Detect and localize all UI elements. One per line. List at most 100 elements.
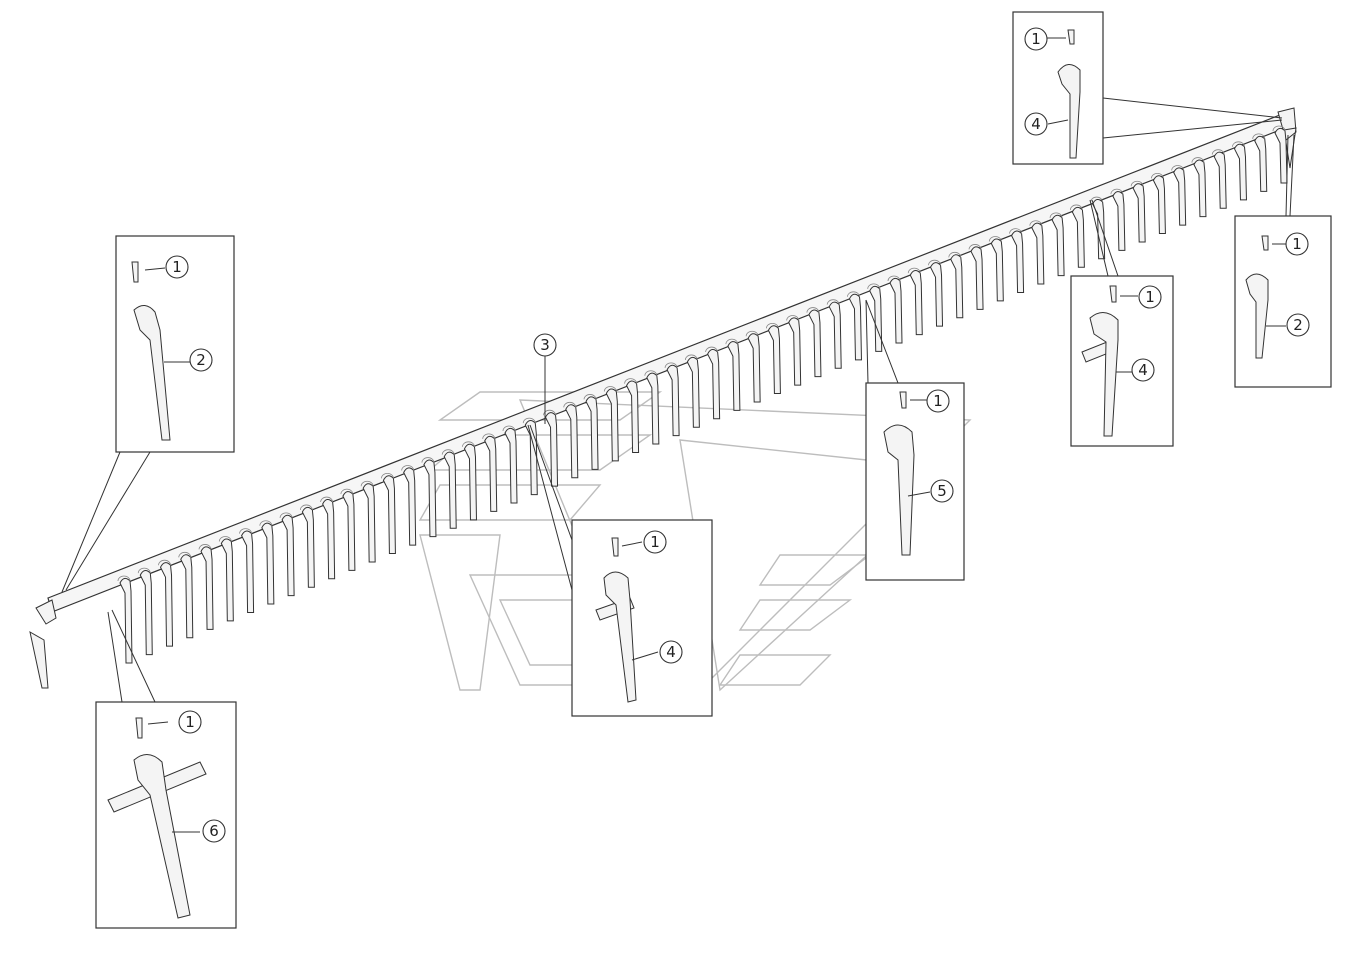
tine	[261, 522, 275, 605]
svg-text:1: 1	[172, 258, 182, 276]
main-shaft-assembly	[29, 107, 1297, 689]
tine	[565, 404, 579, 479]
tine-clamp	[462, 441, 475, 447]
tine-clamp	[1252, 133, 1266, 139]
tine-clamp	[198, 544, 212, 550]
leader-line	[1285, 134, 1295, 217]
tine	[1071, 206, 1085, 268]
tine-clamp	[381, 472, 394, 479]
tine-clamp	[988, 236, 1002, 242]
tine-clamp	[482, 433, 496, 439]
tine	[423, 459, 437, 538]
tine	[646, 372, 660, 445]
pin-part	[131, 261, 139, 283]
tine-clamp	[806, 307, 820, 313]
tine	[1233, 143, 1247, 201]
detail-far-right: 1 2	[1234, 134, 1332, 388]
shaft-end-crank-left	[29, 599, 57, 689]
tine-clamp	[928, 259, 941, 266]
tine	[1193, 159, 1207, 218]
tine	[666, 364, 680, 437]
tine	[848, 293, 862, 361]
tine-clamp	[1232, 141, 1245, 147]
tine-part	[1245, 273, 1269, 359]
tine-clamp	[664, 362, 678, 368]
tine-clamp	[644, 370, 658, 376]
tine	[1132, 183, 1146, 243]
tine-clamp	[299, 504, 313, 511]
tine	[342, 491, 356, 571]
pin-part	[1261, 235, 1269, 251]
tine	[504, 427, 518, 504]
main-callout-3: 3	[533, 333, 557, 424]
detail-bottom-left: 1 6	[95, 609, 237, 929]
tine	[1031, 222, 1045, 285]
tine-clamp	[1130, 180, 1144, 187]
tine	[1011, 230, 1025, 293]
svg-text:1: 1	[1145, 288, 1155, 306]
svg-text:6: 6	[209, 822, 219, 840]
svg-text:1: 1	[185, 713, 195, 731]
callout-4: 4	[659, 640, 683, 664]
tine-part	[133, 754, 191, 919]
tine-clamp	[1211, 149, 1225, 155]
tine	[686, 356, 700, 428]
tine-clamp	[259, 520, 273, 526]
tine-clamp	[887, 275, 901, 282]
tine-clamp	[279, 512, 293, 518]
callout-4: 4	[1131, 358, 1155, 382]
tine-clamp	[948, 251, 962, 258]
callout-3: 3	[533, 333, 557, 357]
leader-line	[144, 267, 190, 363]
detail-box-center-right	[865, 382, 965, 581]
callout-4: 4	[1024, 112, 1048, 136]
tine	[362, 483, 376, 563]
tine	[585, 396, 599, 470]
leader-line	[1116, 295, 1138, 373]
tine	[727, 341, 741, 411]
svg-text:2: 2	[1293, 316, 1303, 334]
tine-part	[1089, 312, 1119, 437]
tine	[605, 388, 619, 462]
tine	[1274, 127, 1288, 184]
svg-text:2: 2	[196, 351, 206, 369]
tine	[119, 577, 133, 664]
tine-clamp	[624, 378, 637, 384]
tine-clamp	[401, 465, 415, 471]
tine-clamp	[1151, 172, 1164, 179]
tine	[524, 420, 538, 496]
tine-clamp	[847, 291, 860, 297]
tine-clamp	[684, 354, 698, 361]
tine	[443, 451, 457, 529]
tine-clamp	[502, 425, 516, 432]
tine-clamp	[1272, 125, 1286, 132]
tine	[889, 277, 903, 344]
tine	[950, 254, 964, 319]
leader-line	[147, 721, 200, 833]
svg-text:3: 3	[540, 336, 550, 354]
detail-top-left: 1 2	[61, 235, 235, 593]
tine-clamp	[360, 480, 374, 487]
svg-text:4: 4	[1031, 115, 1041, 133]
tine	[139, 570, 153, 656]
tine-clamp	[603, 386, 617, 392]
tine	[1173, 167, 1187, 226]
detail-center: 1 4	[527, 424, 713, 717]
tine	[382, 475, 396, 555]
pin-part	[899, 391, 907, 409]
tine-clamp	[1191, 157, 1205, 163]
tine	[909, 270, 923, 336]
tine-clamp	[745, 330, 759, 337]
tine-clamp	[826, 299, 840, 305]
detail-center-right: 1 5	[865, 299, 965, 581]
tine-clamp	[1171, 165, 1185, 171]
svg-text:1: 1	[933, 392, 943, 410]
tine	[220, 538, 234, 622]
leader-line	[1046, 37, 1069, 125]
tine	[1213, 151, 1227, 209]
tine	[869, 285, 883, 352]
tine-part	[133, 305, 171, 441]
tine-clamp	[522, 417, 536, 424]
tine-clamp	[1090, 196, 1104, 203]
